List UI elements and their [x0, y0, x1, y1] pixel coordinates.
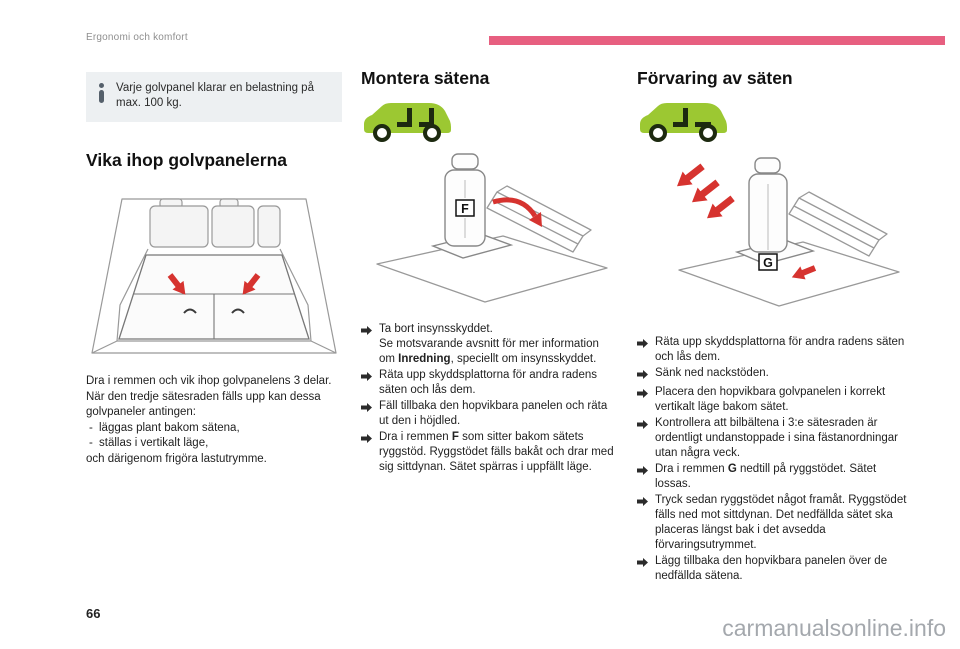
- watermark: carmanualsonline.info: [722, 615, 946, 641]
- column-mount-seats: Montera sätena: [361, 64, 617, 476]
- step-item: Räta upp skyddsplattorna för andra raden…: [361, 368, 617, 398]
- wheel-icons: [373, 124, 441, 142]
- option-item: - ställas i vertikalt läge,: [86, 436, 342, 452]
- step-item: Dra i remmen G nedtill på ryggstödet. Sä…: [637, 462, 907, 492]
- paragraph: Dra i remmen och vik ihop golvpanelens 3…: [86, 375, 332, 387]
- seat-icons: [673, 108, 711, 127]
- wheel-icons: [649, 124, 717, 142]
- section-heading-store-seats: Förvaring av säten: [637, 68, 793, 88]
- dash-bullet: -: [89, 421, 93, 434]
- option-text: läggas plant bakom sätena,: [99, 421, 240, 434]
- section-heading-fold-panels: Vika ihop golvpanelerna: [86, 150, 287, 170]
- fold-direction-arrow-icons: [675, 162, 737, 220]
- headrest: [451, 153, 479, 170]
- step-arrow-icon: [637, 462, 649, 492]
- step-arrow-icon: [637, 385, 649, 415]
- step-arrow-icon: [361, 368, 373, 398]
- car-seats-pictogram: [364, 103, 451, 142]
- section-heading-mount-seats: Montera sätena: [361, 68, 490, 88]
- option-text: ställas i vertikalt läge,: [99, 437, 209, 449]
- step-item: Ta bort insynsskyddet.Se motsvarande avs…: [361, 322, 617, 367]
- step-arrow-icon: [361, 399, 373, 429]
- step-arrow-icon: [361, 430, 373, 475]
- step-item: Sänk ned nackstöden.: [637, 366, 907, 384]
- paragraph: När den tredje sätesraden fälls upp kan …: [86, 390, 321, 419]
- panel-strap-handles: [183, 308, 245, 314]
- red-arrow-icon: [791, 265, 817, 280]
- store-steps-list: Räta upp skyddsplattorna för andra raden…: [637, 335, 907, 584]
- step-text: Sänk ned nackstöden.: [655, 367, 769, 379]
- fold-panels-text: Dra i remmen och vik ihop golvpanelens 3…: [86, 374, 342, 467]
- rear-seatbacks: [149, 198, 281, 248]
- chapter-label: Ergonomi och komfort: [86, 32, 188, 43]
- label-f-box: [455, 199, 475, 217]
- label-g-box: [758, 253, 778, 271]
- strap-label-f: F: [461, 202, 469, 216]
- dash-bullet: -: [89, 437, 93, 449]
- folded-panel: [788, 197, 880, 257]
- step-text: Tryck sedan ryggstödet något framåt. Ryg…: [655, 494, 907, 551]
- step-text: Dra i remmen F som sitter bakom sätets r…: [379, 431, 614, 473]
- step-item: Fäll tillbaka den hopvikbara panelen och…: [361, 399, 617, 429]
- step-arrow-icon: [637, 416, 649, 461]
- step-text: Placera den hopvikbara golvpanelen i kor…: [655, 386, 886, 413]
- headrest: [754, 157, 781, 174]
- step-arrow-icon: [637, 554, 649, 584]
- strap-label-g: G: [763, 256, 773, 270]
- step-text: Dra i remmen G nedtill på ryggstödet. Sä…: [655, 463, 877, 490]
- step-text: Ta bort insynsskyddet.Se motsvarande avs…: [379, 323, 599, 365]
- step-text: Räta upp skyddsplattorna för andra raden…: [379, 369, 597, 396]
- info-icon: [96, 81, 106, 103]
- column-fold-panels: Varje golvpanel klarar en belastning på …: [86, 64, 342, 467]
- step-item: Dra i remmen F som sitter bakom sätets r…: [361, 430, 617, 475]
- step-arrow-icon: [361, 322, 373, 367]
- column-store-seats: Förvaring av säten: [637, 64, 907, 585]
- trunk-frame: [91, 198, 337, 354]
- paragraph: och därigenom frigöra lastutrymme.: [86, 452, 267, 465]
- option-item: - läggas plant bakom sätena,: [86, 421, 342, 437]
- accent-bar: [489, 36, 945, 45]
- seat-storage-illustration: G: [675, 157, 900, 307]
- step-arrow-icon: [637, 335, 649, 365]
- step-text: Fäll tillbaka den hopvikbara panelen och…: [379, 400, 608, 427]
- step-arrow-icon: [637, 493, 649, 553]
- red-arrow-icon: [492, 197, 542, 227]
- step-text: Lägg tillbaka den hopvikbara panelen öve…: [655, 555, 888, 582]
- floor-panels: [118, 254, 310, 340]
- step-item: Räta upp skyddsplattorna för andra raden…: [637, 335, 907, 365]
- car-seats-pictogram: [640, 103, 727, 142]
- step-item: Kontrollera att bilbältena i 3:e sätesra…: [637, 416, 907, 461]
- trunk-floor-panels-illustration: [91, 198, 337, 354]
- step-text: Kontrollera att bilbältena i 3:e sätesra…: [655, 417, 898, 459]
- step-item: Tryck sedan ryggstödet något framåt. Ryg…: [637, 493, 907, 553]
- step-item: Lägg tillbaka den hopvikbara panelen öve…: [637, 554, 907, 584]
- step-text: Räta upp skyddsplattorna för andra raden…: [655, 336, 905, 363]
- step-arrow-icon: [637, 366, 649, 384]
- info-box: Varje golvpanel klarar en belastning på …: [86, 72, 342, 122]
- seat-mounting-illustration: F: [376, 153, 608, 303]
- mount-steps-list: Ta bort insynsskyddet.Se motsvarande avs…: [361, 322, 617, 475]
- page-number: 66: [86, 606, 101, 621]
- step-item: Placera den hopvikbara golvpanelen i kor…: [637, 385, 907, 415]
- info-box-text: Varje golvpanel klarar en belastning på …: [116, 82, 314, 109]
- folded-panel: [486, 191, 584, 253]
- seat-icons: [397, 108, 434, 127]
- red-arrow-icons: [167, 273, 261, 295]
